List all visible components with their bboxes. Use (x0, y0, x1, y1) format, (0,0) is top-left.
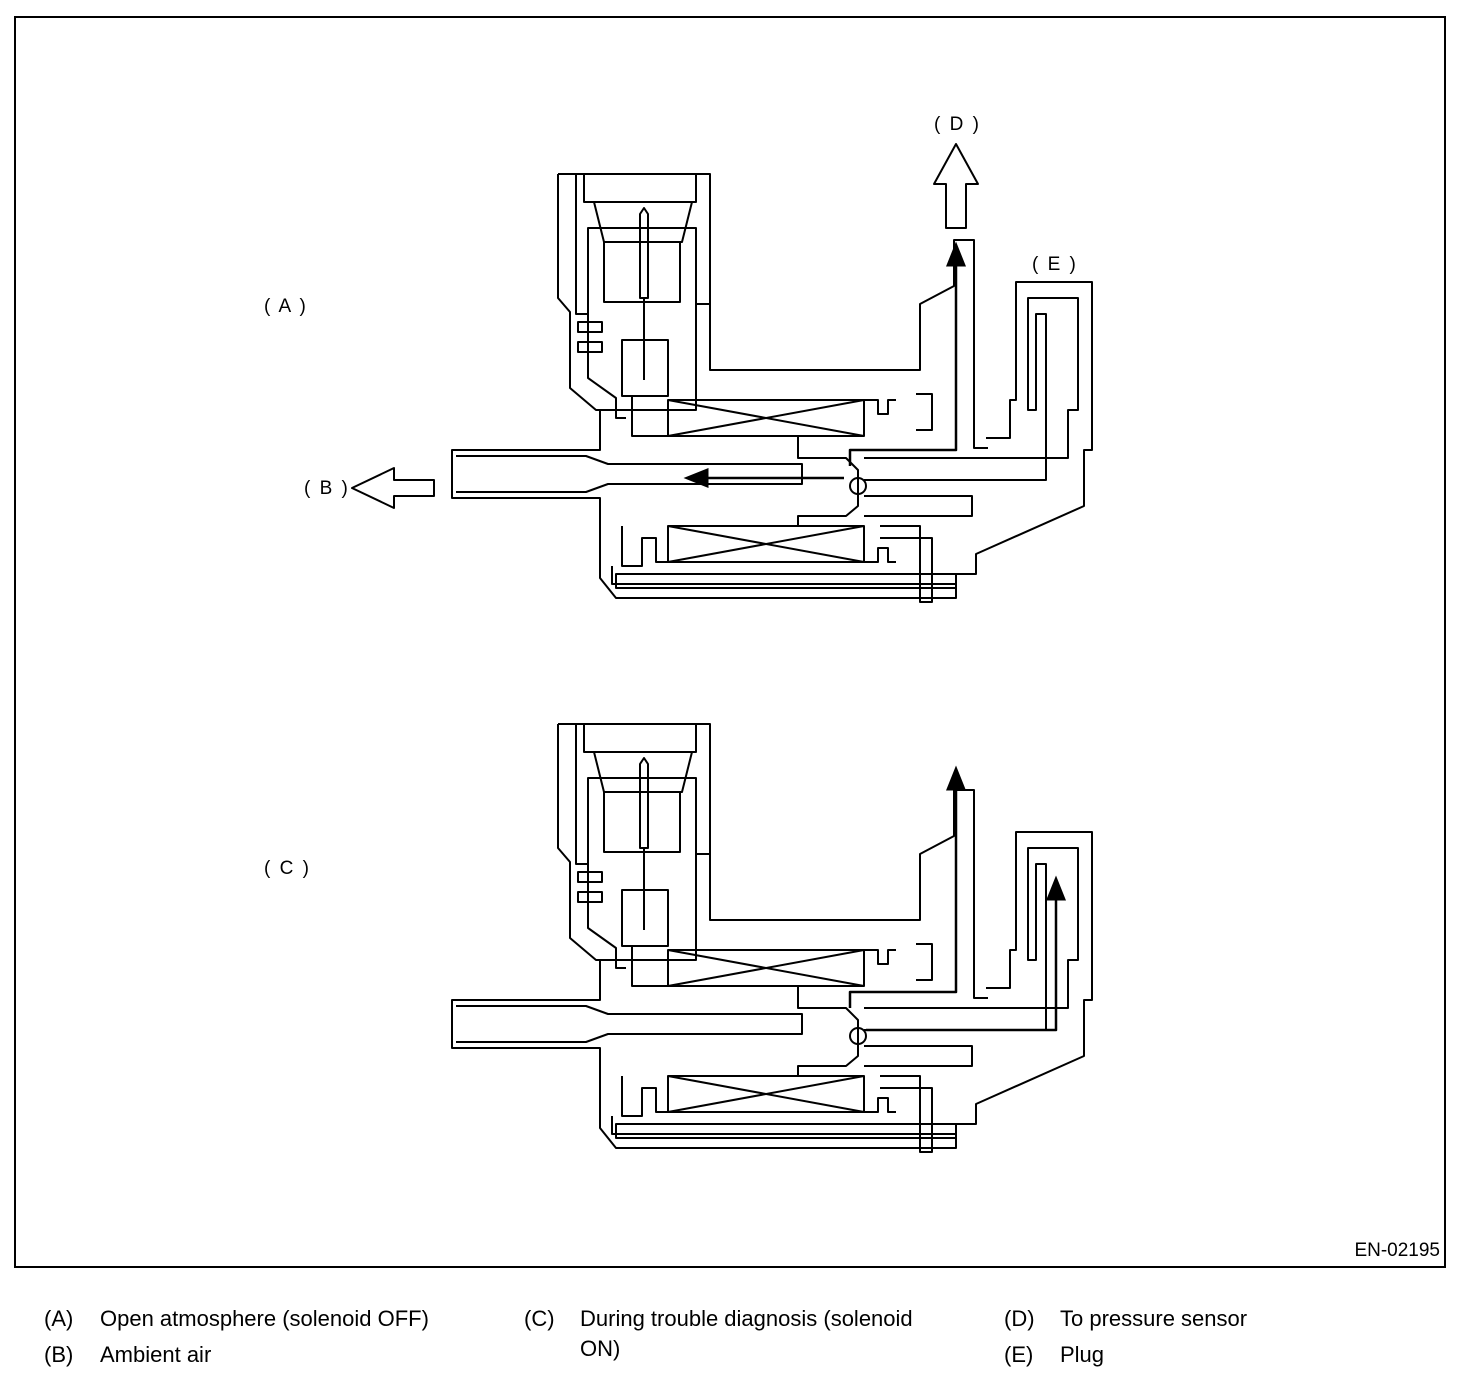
legend-text: Plug (1060, 1342, 1105, 1367)
legend-text: To pressure sensor (1060, 1306, 1248, 1331)
callout-a: ( A ) (264, 296, 308, 317)
callout-c: ( C ) (264, 858, 311, 879)
legend-key: (D) (1004, 1306, 1035, 1331)
legend-text-cont: ON) (580, 1336, 621, 1361)
legend-text: During trouble diagnosis (solenoid (580, 1306, 913, 1331)
valve-open-atmosphere (351, 143, 1093, 603)
figure-code: EN-02195 (1354, 1240, 1440, 1261)
legend-key: (C) (524, 1306, 555, 1331)
callout-e: ( E ) (1032, 254, 1078, 275)
valve-trouble-diagnosis (451, 723, 1093, 1153)
callout-b: ( B ) (304, 478, 350, 499)
legend-text: Open atmosphere (solenoid OFF) (100, 1306, 429, 1331)
callout-d: ( D ) (934, 114, 981, 135)
flow-arrow-plug-c (866, 875, 1066, 1032)
legend-key: (A) (44, 1306, 74, 1331)
legend: (A) Open atmosphere (solenoid OFF) (B) A… (44, 1306, 1444, 1376)
flow-arrow-sensor-c (848, 765, 966, 1008)
diagram-frame: ( A ) ( B ) ( C ) ( D ) ( E ) EN-02195 (14, 16, 1446, 1268)
big-arrow-d (933, 143, 979, 229)
flow-arrow-sensor (848, 241, 966, 466)
legend-text: Ambient air (100, 1342, 212, 1367)
legend-key: (B) (44, 1342, 74, 1367)
legend-key: (E) (1004, 1342, 1034, 1367)
big-arrow-b (351, 467, 435, 509)
